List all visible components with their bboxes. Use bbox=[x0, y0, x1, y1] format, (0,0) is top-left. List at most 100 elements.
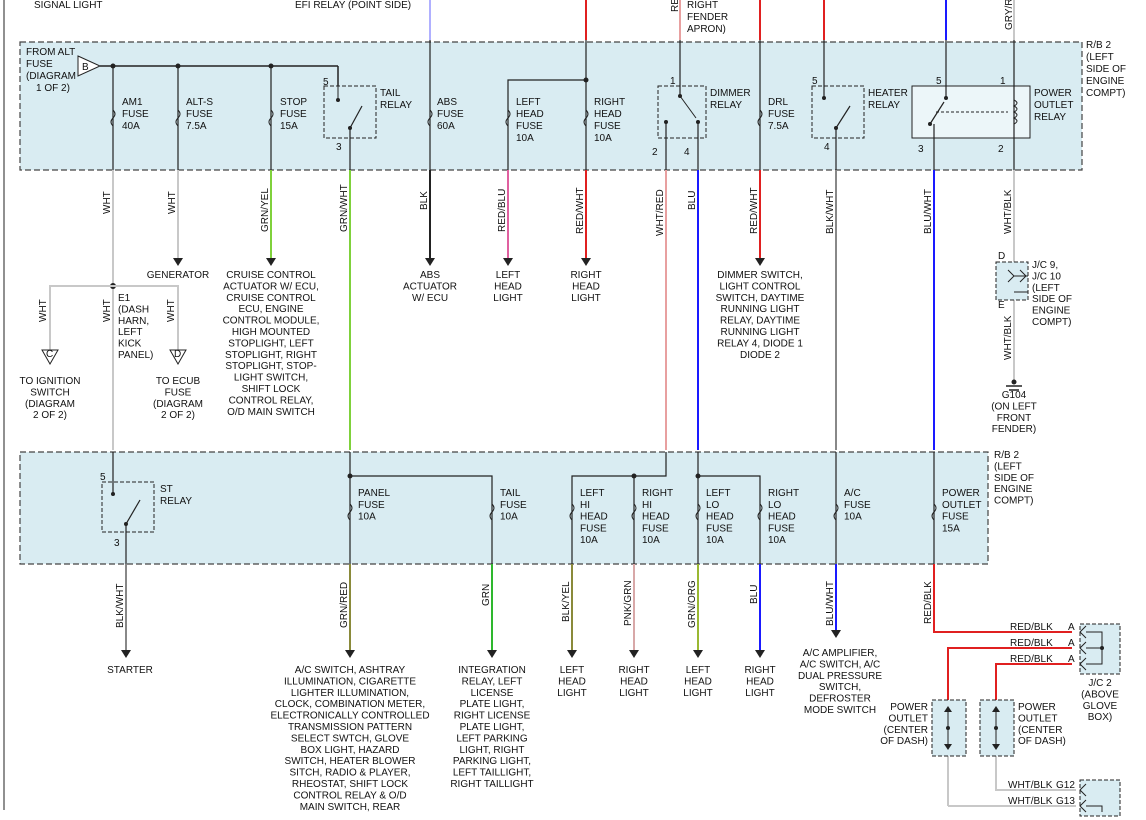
jc2txt-line: GLOVE bbox=[1083, 701, 1118, 712]
bottom-wires bbox=[121, 564, 1076, 807]
integ-line: PLATE LIGHT, bbox=[460, 699, 525, 710]
dimsw-line: RELAY, DAYTIME bbox=[720, 316, 800, 327]
bottom-fuse-label: HEAD bbox=[642, 512, 670, 523]
bottom-fuse-label: 10A bbox=[580, 535, 598, 546]
acsw-line: CONTROL RELAY & O/D bbox=[293, 790, 406, 801]
dimsw-line: SWITCH, DAYTIME bbox=[716, 293, 805, 304]
wire-label-blk-wht: BLK/WHT bbox=[825, 190, 836, 234]
cruise-line: LIGHT SWITCH, bbox=[234, 373, 308, 384]
bottom-fuses: PANELFUSE10ATAILFUSE10ALEFTHIHEADFUSE10A… bbox=[347, 488, 981, 546]
toecub-line: FUSE bbox=[165, 387, 192, 398]
g104-line: FRONT bbox=[997, 413, 1031, 424]
jc2txt-line: J/C 2 bbox=[1088, 678, 1112, 689]
pin-a-1: A bbox=[1068, 622, 1075, 633]
acamp-line: A/C SWITCH, A/C bbox=[800, 659, 881, 670]
svg-text:1: 1 bbox=[1000, 76, 1006, 87]
acamp-line: DUAL PRESSURE bbox=[798, 671, 882, 682]
cruise-line: STOPLIGHT, STOP- bbox=[225, 361, 316, 372]
bottom-fuse-label: FUSE bbox=[500, 500, 527, 511]
bottom-fuse-label: HEAD bbox=[580, 512, 608, 523]
svg-text:TAIL: TAIL bbox=[380, 88, 401, 99]
power-outlet-2-icon bbox=[979, 699, 1015, 757]
po1-line: (CENTER bbox=[884, 725, 928, 736]
cruise-line: CONTROL MODULE, bbox=[223, 316, 320, 327]
wire-label-red-blk: RED/BLK bbox=[923, 581, 934, 624]
bottom-fuse-label: HEAD bbox=[768, 512, 796, 523]
bottom-fuse-label: RIGHT bbox=[642, 488, 673, 499]
svg-text:HEAD: HEAD bbox=[516, 109, 544, 120]
mid-wires bbox=[112, 170, 1015, 450]
jc2-connector bbox=[1079, 623, 1121, 675]
lh1-line: LIGHT bbox=[557, 688, 586, 699]
g-connector bbox=[1079, 779, 1121, 817]
jc2txt-line: BOX) bbox=[1088, 712, 1112, 723]
svg-text:ST: ST bbox=[160, 484, 173, 495]
boxbotlbl-line: ENGINE bbox=[994, 484, 1033, 495]
bottom-fuse-label: 10A bbox=[642, 535, 660, 546]
wire-label-wht-4: WHT bbox=[102, 299, 113, 322]
wire-label-grn-red: GRN/RED bbox=[339, 582, 350, 628]
from-alt-4: 1 OF 2) bbox=[36, 83, 70, 94]
svg-text:RIGHT: RIGHT bbox=[594, 97, 625, 108]
fuse-abs: ABS FUSE 60A bbox=[427, 40, 464, 170]
lhtop-line: LIGHT bbox=[493, 293, 522, 304]
svg-text:OUTLET: OUTLET bbox=[1034, 100, 1073, 111]
svg-text:FUSE: FUSE bbox=[768, 109, 795, 120]
svg-text:DRL: DRL bbox=[768, 97, 788, 108]
integ-line: RELAY, LEFT bbox=[462, 676, 523, 687]
wire-label-wht-3: WHT bbox=[38, 299, 49, 322]
fuse-element-icon bbox=[695, 503, 701, 521]
toign-line: SWITCH bbox=[30, 387, 69, 398]
acsw-line: SITCH, RADIO & PLAYER, bbox=[290, 768, 411, 779]
pin-g12: G12 bbox=[1056, 780, 1075, 791]
acsw-line: BOX LIGHT, HAZARD bbox=[301, 745, 400, 756]
g104-line: FENDER) bbox=[992, 424, 1036, 435]
bottom-fuse-label: LO bbox=[768, 500, 782, 511]
svg-text:ABS: ABS bbox=[437, 97, 457, 108]
jc9txt-line: COMPT) bbox=[1032, 317, 1071, 328]
svg-text:4: 4 bbox=[824, 142, 830, 153]
bottom-fuse-label: HI bbox=[642, 500, 652, 511]
svg-text:3: 3 bbox=[918, 144, 924, 155]
acsw-line: ELECTRONICALLY CONTROLLED bbox=[270, 711, 429, 722]
fuse-am1: AM1 FUSE 40A bbox=[110, 63, 149, 170]
rh1-line: LIGHT bbox=[619, 688, 648, 699]
boxbotlbl-line: SIDE OF bbox=[994, 473, 1034, 484]
po2-line: (CENTER bbox=[1018, 725, 1062, 736]
dimsw-line: RELAY 4, DIODE 1 bbox=[717, 338, 803, 349]
bottom-fuse-label: HI bbox=[580, 500, 590, 511]
jc9txt-line: J/C 9, bbox=[1032, 260, 1058, 271]
rh2-line: HEAD bbox=[746, 676, 774, 687]
jc9txt-line: (LEFT bbox=[1032, 283, 1060, 294]
toign-line: 2 OF 2) bbox=[33, 410, 67, 421]
wire-label-pnk-grn: PNK/GRN bbox=[623, 580, 634, 626]
jc9txt-line: ENGINE bbox=[1032, 306, 1071, 317]
fuse-drl: DRL FUSE 7.5A bbox=[757, 40, 795, 170]
lhtop-line: HEAD bbox=[494, 281, 522, 292]
wire-label-red-wht-2: RED/WHT bbox=[749, 187, 760, 234]
bottom-fuse-label: 10A bbox=[844, 512, 862, 523]
integ-line: LEFT TAILLIGHT, bbox=[453, 768, 531, 779]
rh1-line: RIGHT bbox=[618, 665, 649, 676]
bottom-fuse-label: LEFT bbox=[580, 488, 604, 499]
bottom-fuse-label: OUTLET bbox=[942, 500, 981, 511]
rhtop-line: HEAD bbox=[572, 281, 600, 292]
svg-text:RELAY: RELAY bbox=[710, 100, 742, 111]
integ-line: PARKING LIGHT, bbox=[453, 756, 531, 767]
wire-label-grn-wht: GRN/WHT bbox=[339, 184, 350, 232]
integ-line: LICENSE bbox=[471, 688, 514, 699]
bottom-fuse-label: FUSE bbox=[642, 523, 669, 534]
dimsw-line: DIMMER SWITCH, bbox=[717, 270, 803, 281]
relay-box-top bbox=[19, 41, 1083, 171]
connector-d-label: D bbox=[174, 349, 181, 360]
wire-label-wht-1: WHT bbox=[102, 191, 113, 214]
svg-text:60A: 60A bbox=[437, 121, 455, 132]
